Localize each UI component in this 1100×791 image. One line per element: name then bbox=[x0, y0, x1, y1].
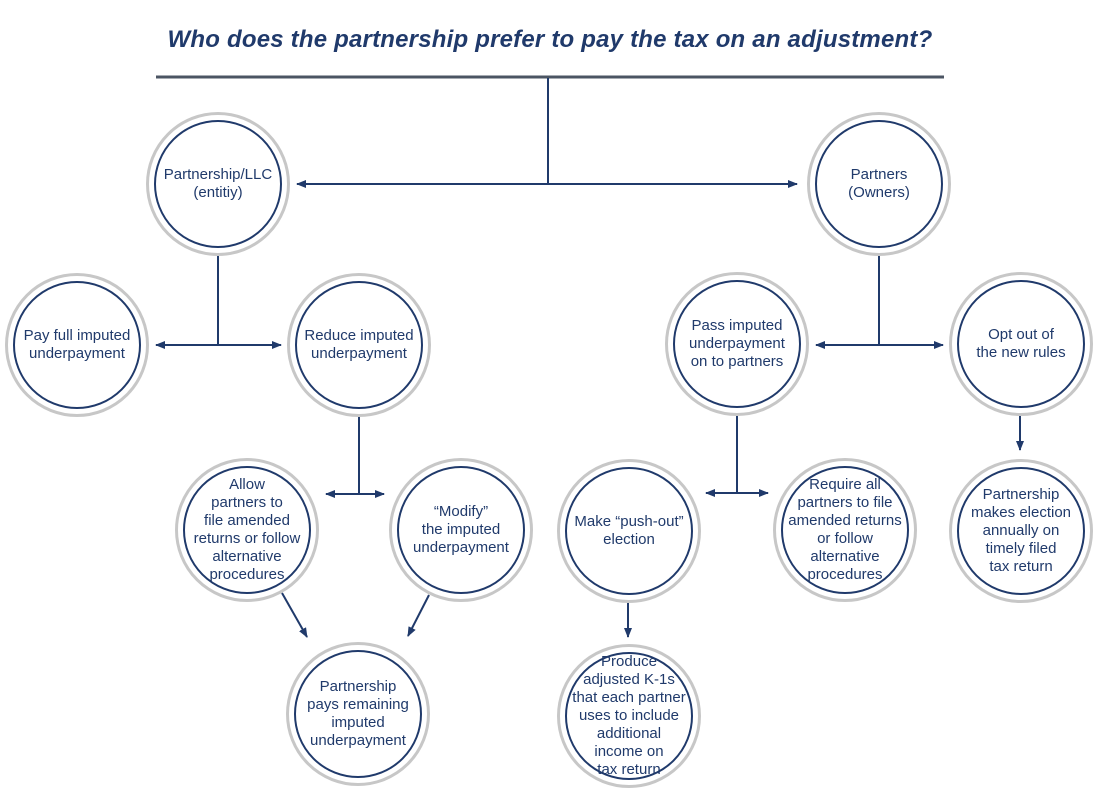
node-ring: Opt out of the new rules bbox=[957, 280, 1085, 408]
node-label: Require all partners to file amended ret… bbox=[788, 476, 902, 583]
node-ring: Reduce imputed underpayment bbox=[295, 281, 423, 409]
node-label: Produce adjusted K-1s that each partner … bbox=[572, 653, 686, 778]
node-label: Opt out of the new rules bbox=[976, 326, 1066, 361]
node-ring: Partnership pays remaining imputed under… bbox=[294, 650, 422, 778]
node-ring: Pass imputed underpayment on to partners bbox=[673, 280, 801, 408]
node-partnership-pays: Partnership pays remaining imputed under… bbox=[286, 642, 430, 786]
node-label: Partnership makes election annually on t… bbox=[970, 486, 1072, 575]
node-ring: Make “push-out” election bbox=[565, 467, 693, 595]
node-label: “Modify” the imputed underpayment bbox=[413, 503, 509, 556]
node-ring: “Modify” the imputed underpayment bbox=[397, 466, 525, 594]
node-reduce-imputed: Reduce imputed underpayment bbox=[287, 273, 431, 417]
connector-allow-to-pays bbox=[281, 592, 308, 638]
node-produce-k1s: Produce adjusted K-1s that each partner … bbox=[557, 644, 701, 788]
node-pay-full-imputed: Pay full imputed underpayment bbox=[5, 273, 149, 417]
node-pass-imputed: Pass imputed underpayment on to partners bbox=[665, 272, 809, 416]
node-modify-imputed: “Modify” the imputed underpayment bbox=[389, 458, 533, 602]
node-ring: Pay full imputed underpayment bbox=[13, 281, 141, 409]
node-label: Pass imputed underpayment on to partners bbox=[689, 317, 785, 370]
node-label: Partnership/LLC (entitiy) bbox=[163, 166, 273, 201]
node-label: Make “push-out” election bbox=[574, 513, 684, 548]
node-require-all: Require all partners to file amended ret… bbox=[773, 458, 917, 602]
node-ring: Partnership/LLC (entitiy) bbox=[154, 120, 282, 248]
node-ring: Require all partners to file amended ret… bbox=[781, 466, 909, 594]
node-label: Pay full imputed underpayment bbox=[23, 327, 131, 362]
node-election-annually: Partnership makes election annually on t… bbox=[949, 459, 1093, 603]
node-ring: Allow partners to file amended returns o… bbox=[183, 466, 311, 594]
node-partnership-llc: Partnership/LLC (entitiy) bbox=[146, 112, 290, 256]
node-make-push-out: Make “push-out” election bbox=[557, 459, 701, 603]
node-partners: Partners (Owners) bbox=[807, 112, 951, 256]
node-label: Partners (Owners) bbox=[848, 166, 910, 201]
node-ring: Partners (Owners) bbox=[815, 120, 943, 248]
node-opt-out: Opt out of the new rules bbox=[949, 272, 1093, 416]
node-label: Partnership pays remaining imputed under… bbox=[307, 678, 409, 749]
node-ring: Partnership makes election annually on t… bbox=[957, 467, 1085, 595]
diagram-title: Who does the partnership prefer to pay t… bbox=[167, 26, 933, 53]
node-label: Reduce imputed underpayment bbox=[304, 327, 414, 362]
node-label: Allow partners to file amended returns o… bbox=[193, 476, 301, 583]
connector-modify-to-pays bbox=[407, 594, 430, 637]
node-allow-partners: Allow partners to file amended returns o… bbox=[175, 458, 319, 602]
node-ring: Produce adjusted K-1s that each partner … bbox=[565, 652, 693, 780]
